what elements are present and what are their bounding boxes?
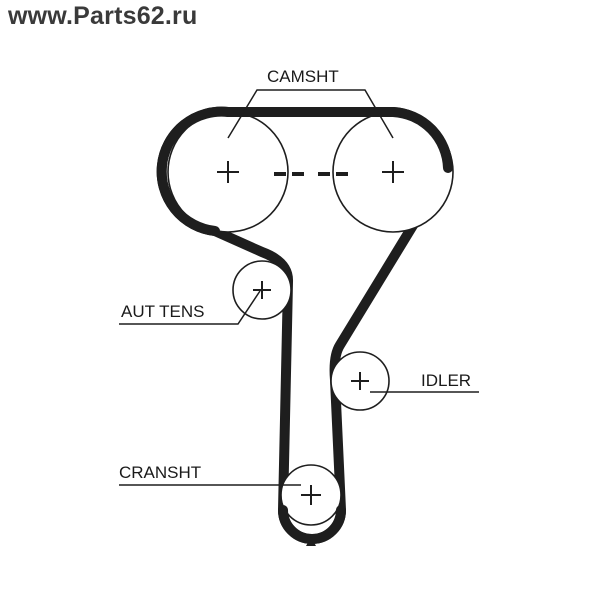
tensioner-label: AUT TENS: [121, 302, 204, 321]
plus-icon: [217, 161, 239, 183]
watermark: www.Parts62.ru: [8, 2, 198, 30]
crankshaft-label: CRANSHT: [119, 463, 201, 482]
idler-label: IDLER: [421, 371, 471, 390]
triangle-up-icon: [306, 537, 316, 546]
plus-icon: [253, 281, 271, 299]
camshaft-leader: [227, 89, 394, 139]
plus-icon: [351, 372, 369, 390]
plus-icon: [382, 161, 404, 183]
crank-timing-notch: [309, 514, 313, 522]
belt-left-wrap: [156, 106, 233, 236]
camshaft-label: CAMSHT: [267, 67, 339, 86]
tensioner-leader: [119, 290, 261, 325]
plus-icon: [301, 485, 321, 505]
belt-right-wrap: [388, 107, 453, 173]
